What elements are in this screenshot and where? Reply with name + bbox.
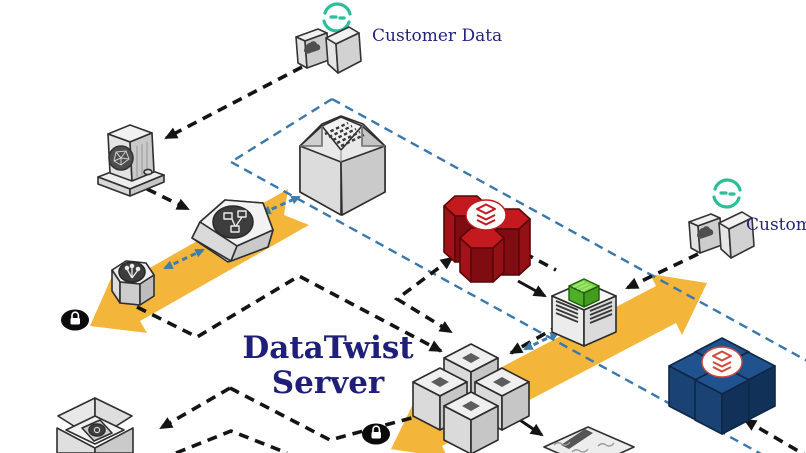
server-cluster-node (412, 343, 530, 453)
customer-data-node-top (295, 26, 362, 74)
red-database-node (443, 195, 531, 283)
teal-logo-top (322, 2, 352, 33)
customer-data-node-right (688, 211, 755, 259)
arrow-reddb-cluster-bidir (393, 256, 454, 334)
green-cube-server-node (551, 278, 617, 347)
padlock-left-icon (61, 309, 89, 331)
open-box-node (56, 397, 134, 453)
transform-gem-node (191, 199, 274, 263)
arrow-reddb-to-greenserver (517, 279, 547, 298)
band-mini-arrows (163, 195, 560, 351)
arrow-tower-to-gem (146, 187, 190, 211)
document-slab-node (543, 426, 635, 453)
arrow-cloud-to-tower (164, 65, 303, 140)
arrow-peak-to-openbox (159, 386, 231, 430)
path-peak-to-lock (229, 386, 453, 442)
process-hexagon-node (111, 260, 155, 306)
flow-band-left (90, 189, 309, 333)
datatwist-server-title: DataTwist Server (238, 331, 418, 400)
customer-data-label-top: Customer Data (372, 26, 503, 46)
customer-data-label-right: Customer Data (746, 215, 806, 235)
path-bottom-vee (175, 429, 288, 453)
mainframe-building-node (299, 115, 386, 216)
blue-database-node (668, 337, 776, 435)
arrow-hexagon-to-cluster (136, 273, 443, 353)
title-line-1: DataTwist (242, 330, 414, 366)
teal-logo-right (712, 178, 742, 209)
monitor-tower-node (97, 124, 165, 197)
arrow-offscreen-to-bluedb (743, 418, 806, 453)
padlock-bottom-icon (362, 423, 390, 445)
title-line-2: Server (271, 364, 385, 401)
dashed-connectors (136, 65, 806, 453)
arrow-cloud2-to-band (625, 252, 699, 290)
